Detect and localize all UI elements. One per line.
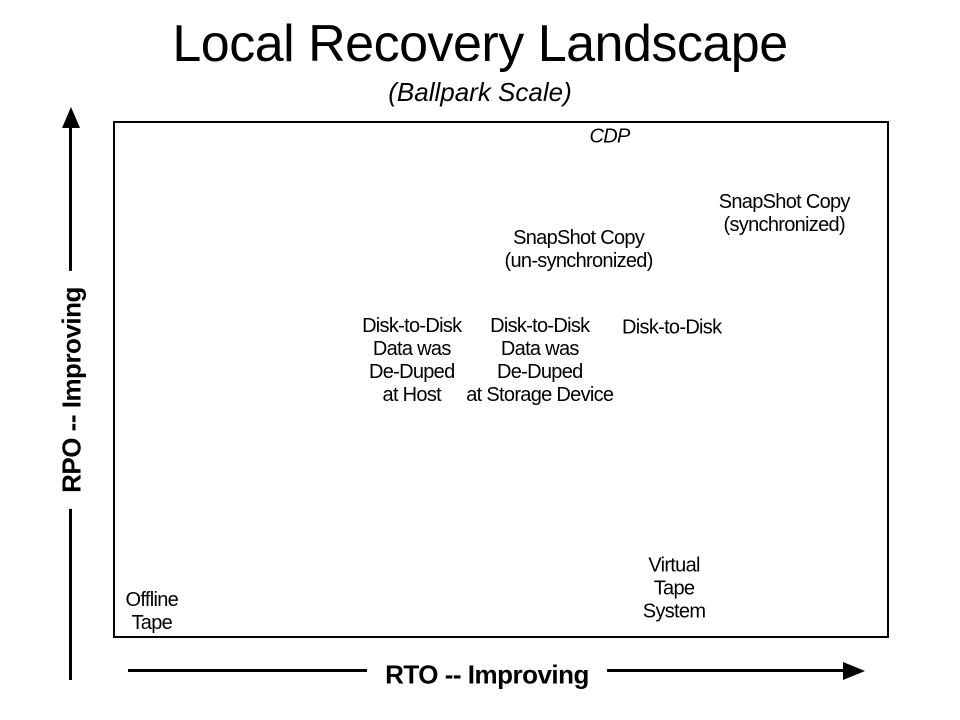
plot-area bbox=[113, 121, 889, 638]
snapshot-copy-synchronized-label: SnapShot Copy (synchronized) bbox=[718, 191, 851, 237]
x-axis-label: RTO -- Improving bbox=[367, 659, 607, 691]
up-arrow-icon bbox=[62, 107, 80, 128]
right-arrow-icon bbox=[843, 662, 865, 680]
offline-tape-label: Offline Tape bbox=[125, 589, 179, 635]
disk-to-disk-label: Disk-to-Disk bbox=[622, 316, 722, 339]
snapshot-copy-unsynchronized-label: SnapShot Copy (un-synchronized) bbox=[504, 227, 654, 273]
virtual-tape-system-label: Virtual Tape System bbox=[642, 554, 706, 623]
disk-to-disk-deduped-at-host-label: Disk-to-Disk Data was De-Duped at Host bbox=[362, 315, 462, 407]
disk-to-disk-deduped-at-storage-device-label: Disk-to-Disk Data was De-Duped at Storag… bbox=[466, 315, 614, 407]
slide-title: Local Recovery Landscape bbox=[172, 15, 788, 73]
y-axis-label: RPO -- Improving bbox=[56, 271, 88, 509]
cdp-label: CDP bbox=[589, 125, 631, 147]
slide-subtitle: (Ballpark Scale) bbox=[388, 77, 572, 107]
